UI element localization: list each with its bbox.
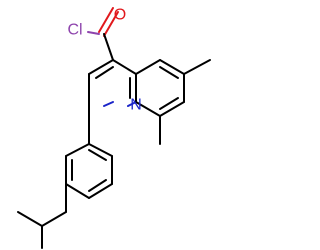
phenyl-bond-4 xyxy=(88,183,113,199)
ring-a-c3-c4-bond xyxy=(88,59,114,75)
ring-b-c7-c8-bond xyxy=(159,101,185,117)
phenyl-bond-3 xyxy=(65,183,90,199)
phenyl-bond-1 xyxy=(65,143,90,157)
oxygen-atom-label: O xyxy=(114,7,126,24)
phenyl-inner-double-3 xyxy=(88,149,107,161)
isobutyl-ch-bond xyxy=(41,211,67,227)
molecule-structure: O Cl N xyxy=(17,7,211,249)
ring-b-c8-c8a-bond xyxy=(135,101,161,117)
carbonyl-ring-bond xyxy=(103,33,114,61)
chlorine-atom-label: Cl xyxy=(67,22,82,39)
carbonyl-double-bond-a xyxy=(98,7,114,33)
ring-b-inner-double-c5-c6 xyxy=(159,66,179,79)
ring-a-c8a-n-bond xyxy=(127,101,137,107)
nitrogen-atom-label: N xyxy=(130,97,142,114)
ring-b-inner-double-c7-c8 xyxy=(159,97,179,110)
ring-a-n-c2-bond xyxy=(103,101,114,107)
ring-a-inner-double-c3-c4 xyxy=(95,66,114,79)
methyl-c6-bond xyxy=(183,59,211,75)
ring-a-c4-c4a-bond xyxy=(112,59,137,75)
isobutyl-methyl-left-bond xyxy=(17,211,43,227)
phenyl-inner-double-2 xyxy=(88,179,107,192)
molecule-canvas: O Cl N xyxy=(17,6,211,249)
ring-b-c5-c6-bond xyxy=(159,59,185,75)
phenyl-bond-6 xyxy=(88,143,113,157)
ring-b-c4a-c5-bond xyxy=(135,59,161,75)
carbonyl-double-bond-b xyxy=(103,11,119,37)
carbonyl-chlorine-bond xyxy=(87,31,100,35)
